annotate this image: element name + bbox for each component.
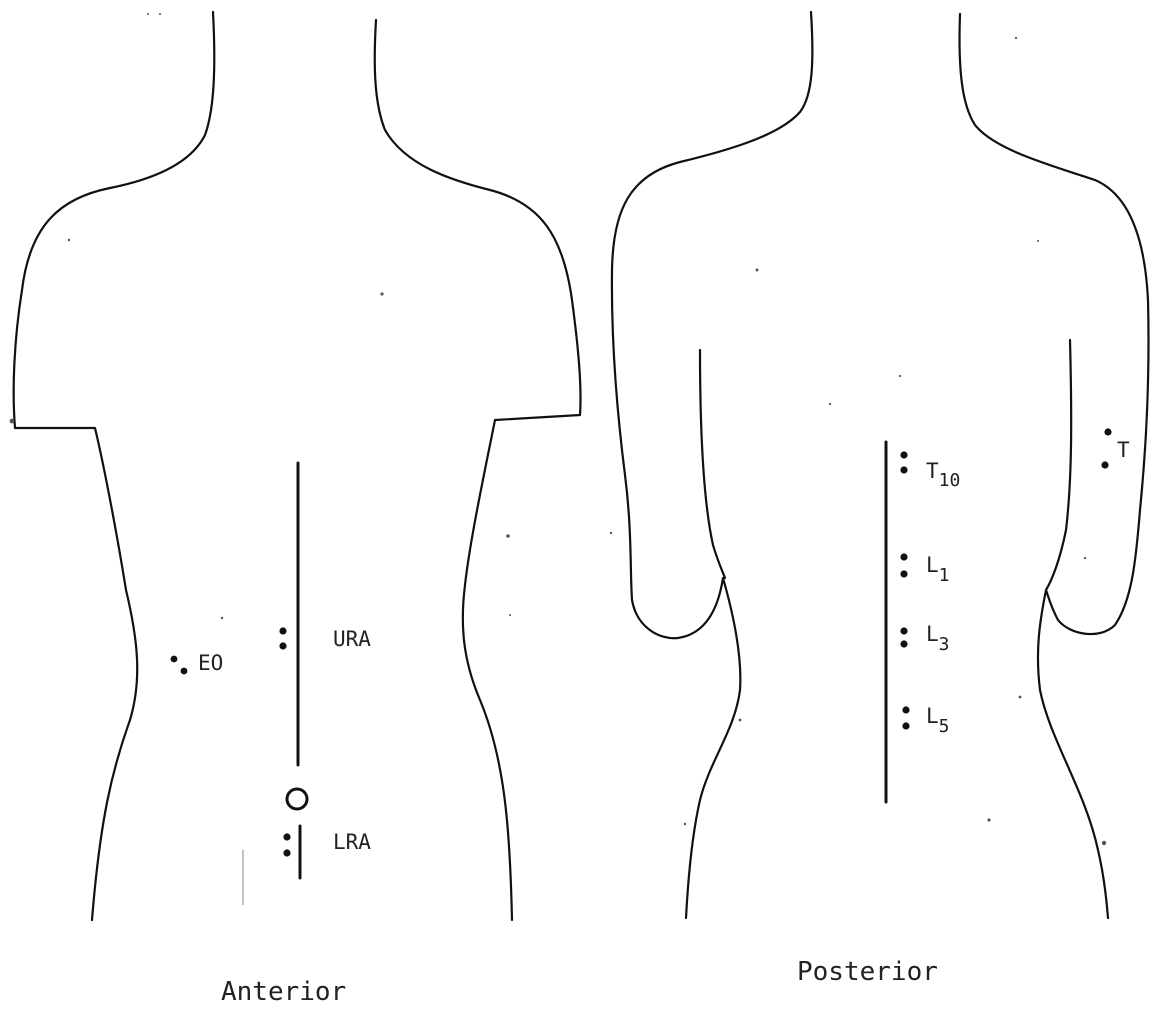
t10-label-main: T [926, 459, 939, 483]
posterior-outline-right [960, 14, 1149, 918]
l1-label-sub: 1 [939, 565, 950, 586]
l5-electrode-dot [902, 706, 909, 713]
l3-electrode-dot [900, 640, 907, 647]
l5-label: L5 [926, 704, 950, 737]
posterior-left-arm-inner [700, 350, 725, 578]
t-side-label: T [1117, 438, 1130, 462]
eo-label: EO [198, 651, 223, 675]
anterior-outline-left [14, 12, 215, 920]
l5-electrode-dot [902, 722, 909, 729]
posterior-view: T10 L1 L3 L5 T Posterior [612, 12, 1149, 987]
t-side-electrode-dot [1101, 461, 1108, 468]
t10-label-sub: 10 [939, 470, 961, 491]
posterior-caption: Posterior [797, 957, 938, 987]
anterior-outline-right [375, 20, 581, 920]
t-side-electrode-dot [1104, 428, 1111, 435]
l1-electrode-dot [900, 570, 907, 577]
l3-label-main: L [926, 622, 939, 646]
t10-electrode-dot [900, 451, 907, 458]
posterior-outline-left [612, 12, 813, 918]
l3-label: L3 [926, 622, 950, 655]
ura-electrode-dot [279, 642, 286, 649]
t10-electrode-dot [900, 466, 907, 473]
ura-electrode-dot [279, 627, 286, 634]
l5-label-sub: 5 [939, 716, 950, 737]
anterior-caption: Anterior [221, 977, 346, 1007]
posterior-right-arm-inner [1046, 340, 1071, 590]
l1-label-main: L [926, 553, 939, 577]
l1-electrode-dot [900, 553, 907, 560]
anterior-view: EO URA LRA Anterior [14, 12, 581, 1007]
eo-electrode-dot [181, 668, 188, 675]
eo-electrode-dot [171, 656, 178, 663]
l5-label-main: L [926, 704, 939, 728]
lra-label: LRA [333, 830, 371, 854]
ura-label: URA [333, 627, 371, 651]
l1-label: L1 [926, 553, 950, 586]
l3-electrode-dot [900, 627, 907, 634]
umbilicus-marker [287, 789, 307, 809]
t10-label: T10 [926, 459, 960, 491]
l3-label-sub: 3 [939, 634, 950, 655]
lra-electrode-dot [283, 833, 290, 840]
lra-electrode-dot [283, 849, 290, 856]
